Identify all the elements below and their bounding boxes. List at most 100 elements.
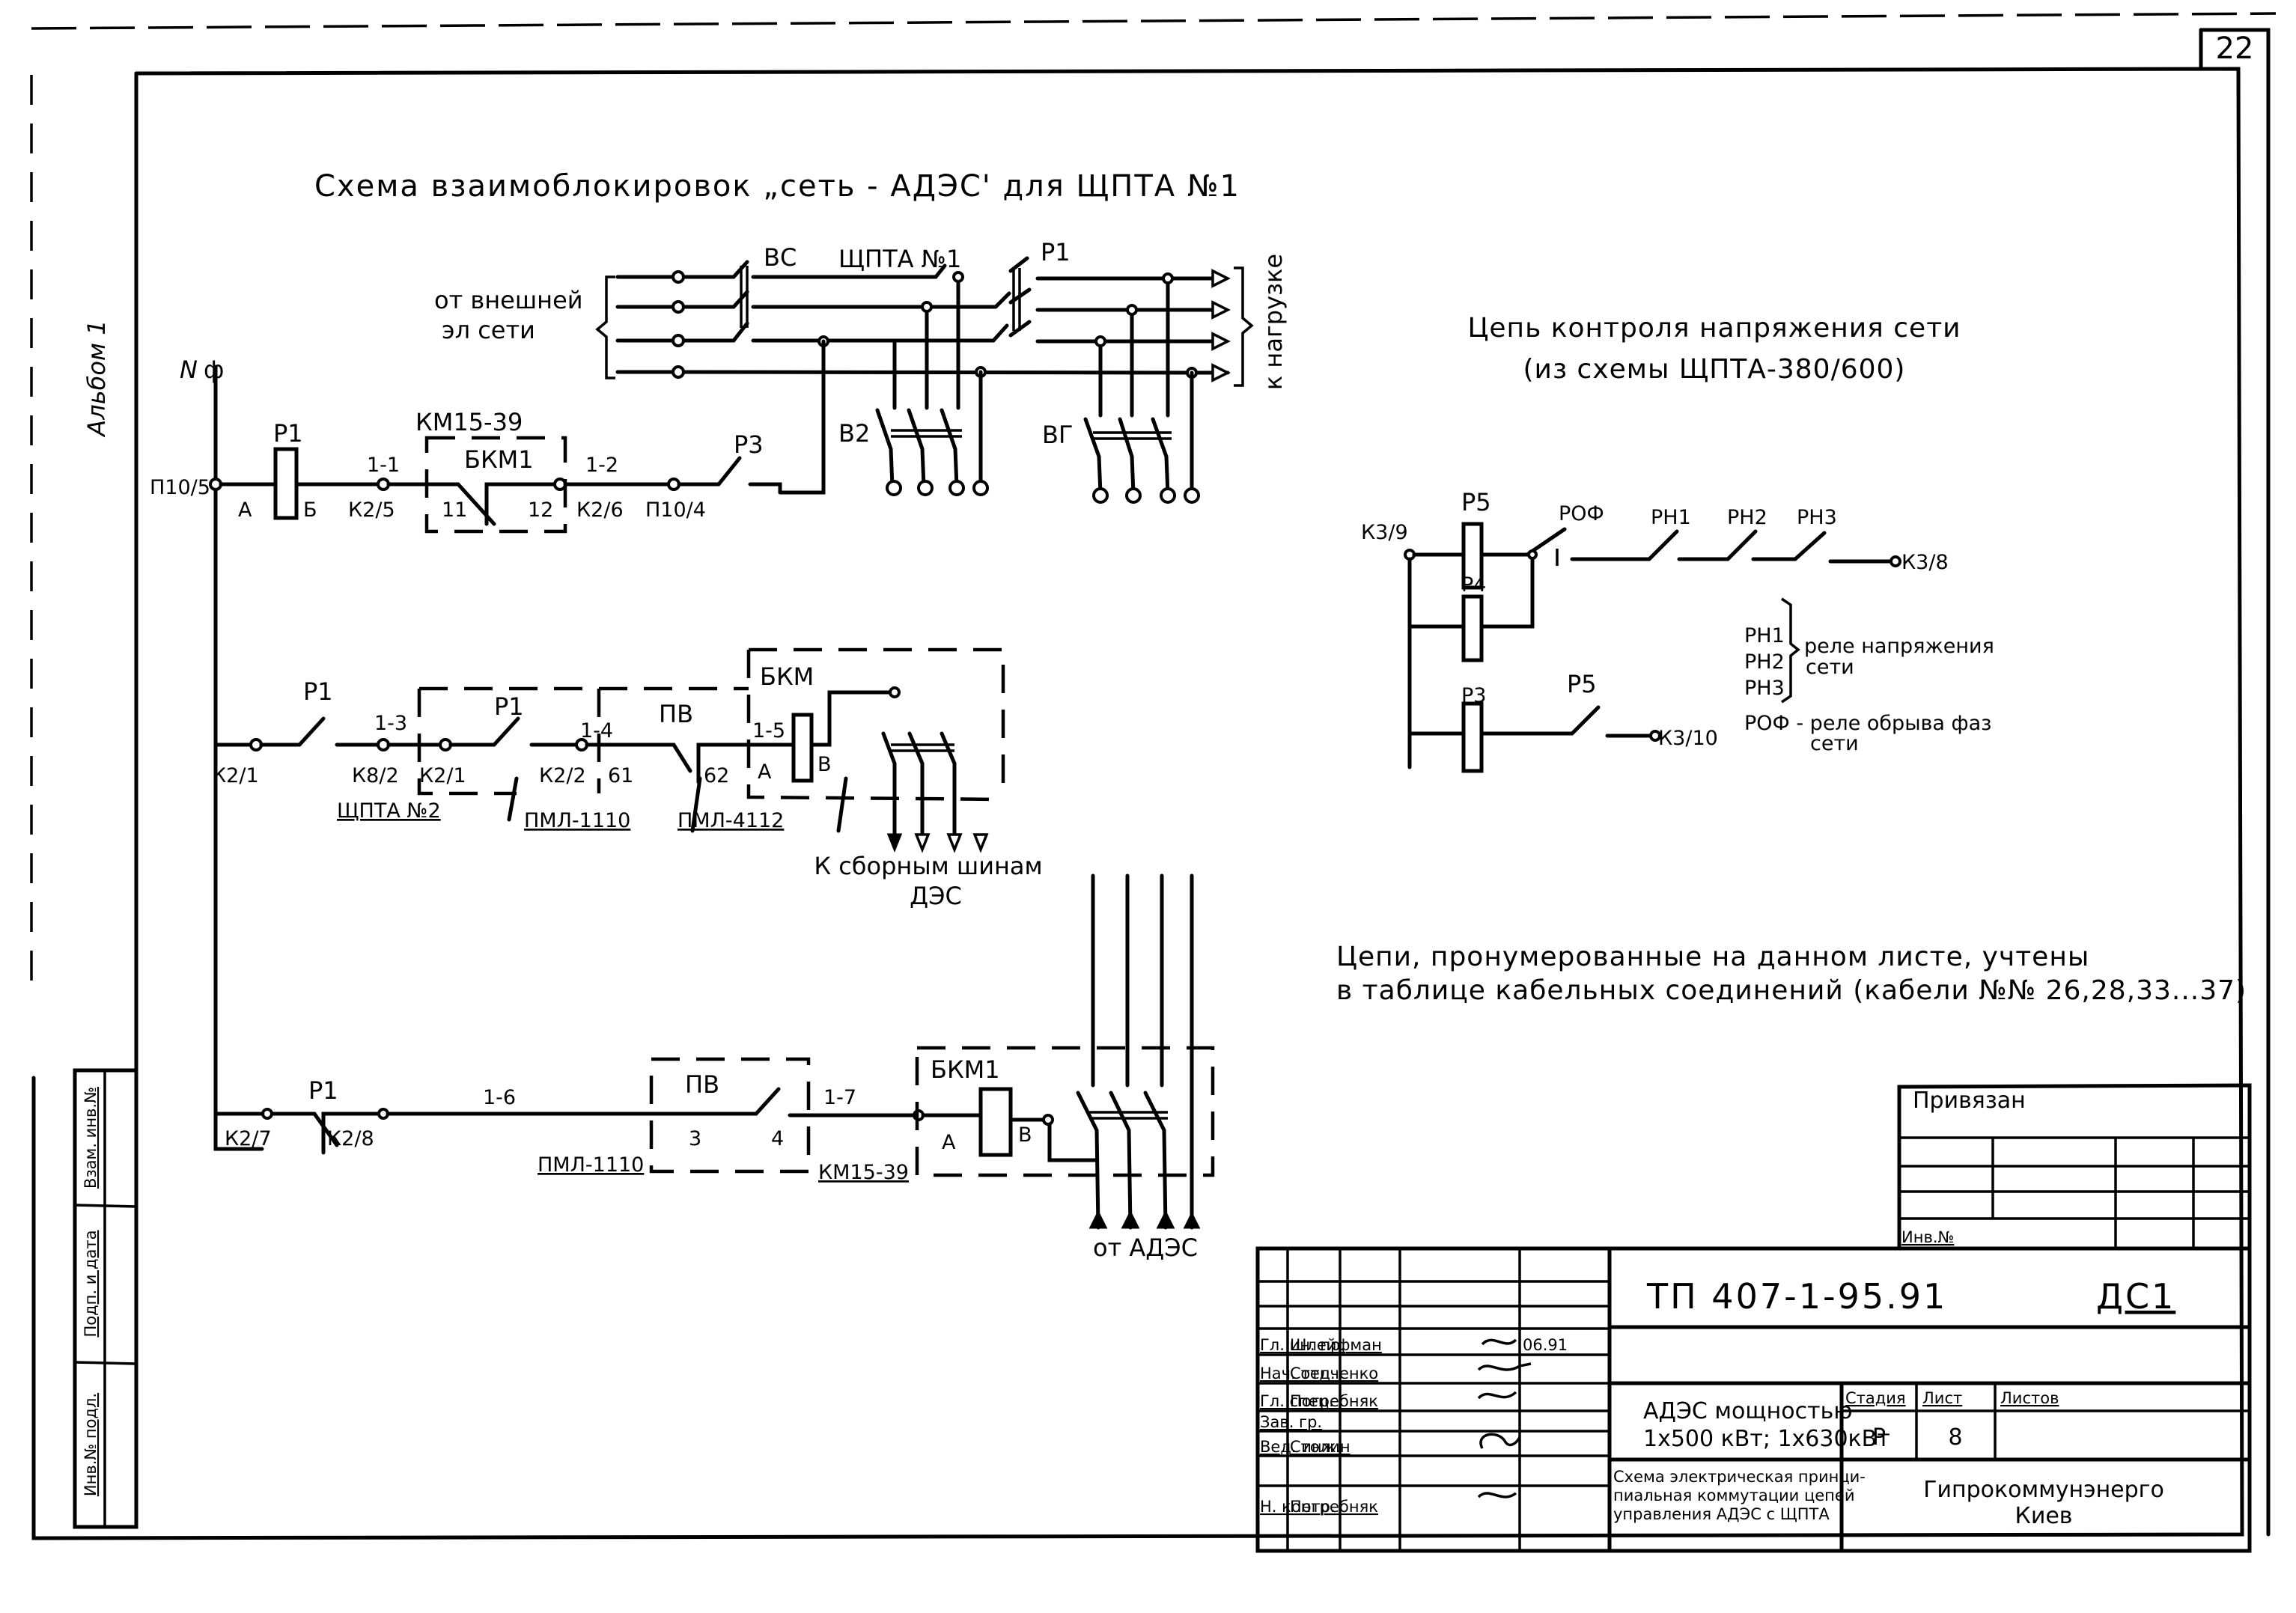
row1-circuit xyxy=(209,436,782,534)
terminal-k2-6: К2/6 xyxy=(576,498,624,522)
row3-circuit xyxy=(213,873,1215,1230)
coil-pin-a-row3: А xyxy=(942,1131,956,1154)
relay-p3-label: Р3 xyxy=(1461,684,1486,707)
supply-n-label: N xyxy=(180,356,198,384)
row2-circuit xyxy=(213,647,1005,853)
coil-pin-b: Б xyxy=(303,498,317,522)
drawing-line3: управления АДЭС с ЩПТА xyxy=(1613,1505,1830,1523)
terminal-p10-4: П10/4 xyxy=(645,498,706,522)
bus-label-line1: К сборным шинам xyxy=(814,852,1042,880)
contact-p1-row3: Р1 xyxy=(308,1076,338,1105)
device-ref-pml4112: ПМЛ-4112 xyxy=(677,809,784,832)
side-stamp xyxy=(73,1068,138,1529)
bus-label-line2: ДЭС xyxy=(910,882,962,910)
page-number: 22 xyxy=(2216,31,2254,66)
terminal-k3-8: К3/8 xyxy=(1901,551,1949,574)
coil-pin-a: А xyxy=(238,498,252,522)
wire-1-4: 1-4 xyxy=(580,719,613,743)
legend-item: РН1 xyxy=(1744,624,1785,647)
legend-item: РН2 xyxy=(1744,650,1785,674)
contact-rn2: РН2 xyxy=(1727,506,1767,529)
sheet-header: Лист xyxy=(1922,1389,1962,1407)
object-line2: 1х500 кВт; 1х630кВт xyxy=(1643,1426,1890,1452)
wire-1-1: 1-1 xyxy=(367,454,400,477)
side-stamp-cell: Инв.№ подл. xyxy=(82,1393,100,1496)
supply-rail xyxy=(213,365,264,1151)
pin-4: 4 xyxy=(771,1127,784,1150)
wire-1-6: 1-6 xyxy=(483,1086,516,1109)
note-line1: Цепи, пронумерованные на данном листе, у… xyxy=(1336,942,2089,972)
legend-rof-line: РОФ - реле обрыва фаз xyxy=(1744,712,1992,735)
pin-61: 61 xyxy=(608,764,633,787)
role-cell: Зав. гр. xyxy=(1260,1413,1322,1431)
terminal-k2-5: К2/5 xyxy=(348,498,395,522)
source-label-line2: эл сети xyxy=(442,316,535,344)
role-cell: Н. контр. xyxy=(1260,1498,1336,1516)
device-ref-km15-39-row3: КМ15-39 xyxy=(818,1161,909,1184)
block-bkm-label: БКМ xyxy=(760,662,814,691)
legend-item: РН3 xyxy=(1744,677,1785,700)
terminal-k8-2: К8/2 xyxy=(352,764,399,787)
title-block xyxy=(1255,1246,2252,1553)
role-cell: Гл. ин. пр. xyxy=(1260,1336,1345,1354)
role-cell: Нач. отд. xyxy=(1260,1365,1336,1382)
contact-p3-label: Р3 xyxy=(734,430,764,459)
panel-ref-shpta2: ЩПТА №2 xyxy=(337,799,441,823)
wire-1-5: 1-5 xyxy=(752,719,785,743)
note-line2: в таблице кабельных соединений (кабели №… xyxy=(1336,975,2247,1006)
sheet-frame xyxy=(30,12,2277,1540)
binding-title: Привязан xyxy=(1913,1088,2026,1114)
panel-label: ЩПТА №1 xyxy=(838,245,961,273)
relay-pb-row3: ПВ xyxy=(685,1070,719,1099)
drawing-line2: пиальная коммутации цепей xyxy=(1613,1487,1854,1504)
coil-pin-a-row2: А xyxy=(758,760,772,784)
stage-value: Р xyxy=(1872,1424,1886,1451)
contact-block-bkm1: БКМ1 xyxy=(464,445,534,474)
org-line1: Гипрокоммунэнерго xyxy=(1923,1477,2164,1503)
name-cell: Степченко xyxy=(1290,1365,1378,1382)
contact-p1-b: Р1 xyxy=(494,692,524,721)
terminal-k2-7: К2/7 xyxy=(225,1127,272,1150)
wire-1-3: 1-3 xyxy=(374,712,407,735)
drawing-line1: Схема электрическая принци- xyxy=(1613,1468,1866,1486)
doc-code: ТП 407-1-95.91 xyxy=(1646,1276,1947,1317)
legend-rof-line2: сети xyxy=(1810,732,1859,755)
contact-p1-a: Р1 xyxy=(303,677,333,706)
terminal-k2-2: К2/2 xyxy=(539,764,586,787)
wire-1-7: 1-7 xyxy=(823,1086,856,1109)
source-label-ades: от АДЭС xyxy=(1093,1234,1198,1262)
relay-contact-p1-label: Р1 xyxy=(1041,238,1071,266)
pin-11: 11 xyxy=(442,498,467,522)
sheet-title: Схема взаимоблокировок „сеть - АДЭС' для… xyxy=(314,169,1240,204)
stage-header: Стадия xyxy=(1845,1389,1906,1407)
sheets-header: Листов xyxy=(2000,1389,2059,1407)
terminal-k2-8: К2/8 xyxy=(327,1127,374,1150)
role-cell: Гл. спец. xyxy=(1260,1392,1334,1410)
inv-number-label: Инв.№ xyxy=(1901,1228,1954,1246)
device-km15-39: КМ15-39 xyxy=(415,408,523,436)
coil-p1-label: Р1 xyxy=(273,419,303,448)
device-ref-pml1110: ПМЛ-1110 xyxy=(524,809,630,832)
contact-rn1: РН1 xyxy=(1651,506,1691,529)
voltage-control-circuit xyxy=(1404,522,1901,773)
legend-brace-text2: сети xyxy=(1806,656,1854,679)
block-bkm1-row3: БКМ1 xyxy=(931,1055,1000,1084)
legend-brace-text1: реле напряжения xyxy=(1804,635,1994,658)
pin-3: 3 xyxy=(689,1127,701,1150)
terminal-k2-1: К2/1 xyxy=(212,764,259,787)
coil-pin-b-row2: В xyxy=(817,753,832,776)
terminal-k3-10: К3/10 xyxy=(1658,727,1718,750)
side-stamp-cell: Подп. и дата xyxy=(82,1230,100,1337)
wire-1-2: 1-2 xyxy=(585,454,618,477)
role-cell: Вед. инж. xyxy=(1260,1438,1341,1456)
date-cell: 06.91 xyxy=(1523,1336,1568,1354)
contact-rof: РОФ xyxy=(1559,502,1604,525)
contact-p5-label: Р5 xyxy=(1567,670,1597,698)
coil-pin-b-row3: В xyxy=(1018,1123,1032,1147)
org-line2: Киев xyxy=(2015,1503,2073,1529)
switch-b2-label: В2 xyxy=(838,419,870,448)
name-cell: Столин xyxy=(1290,1438,1351,1456)
load-label: к нагрузке xyxy=(1259,254,1288,390)
sheet-code: ДС1 xyxy=(2096,1276,2175,1317)
